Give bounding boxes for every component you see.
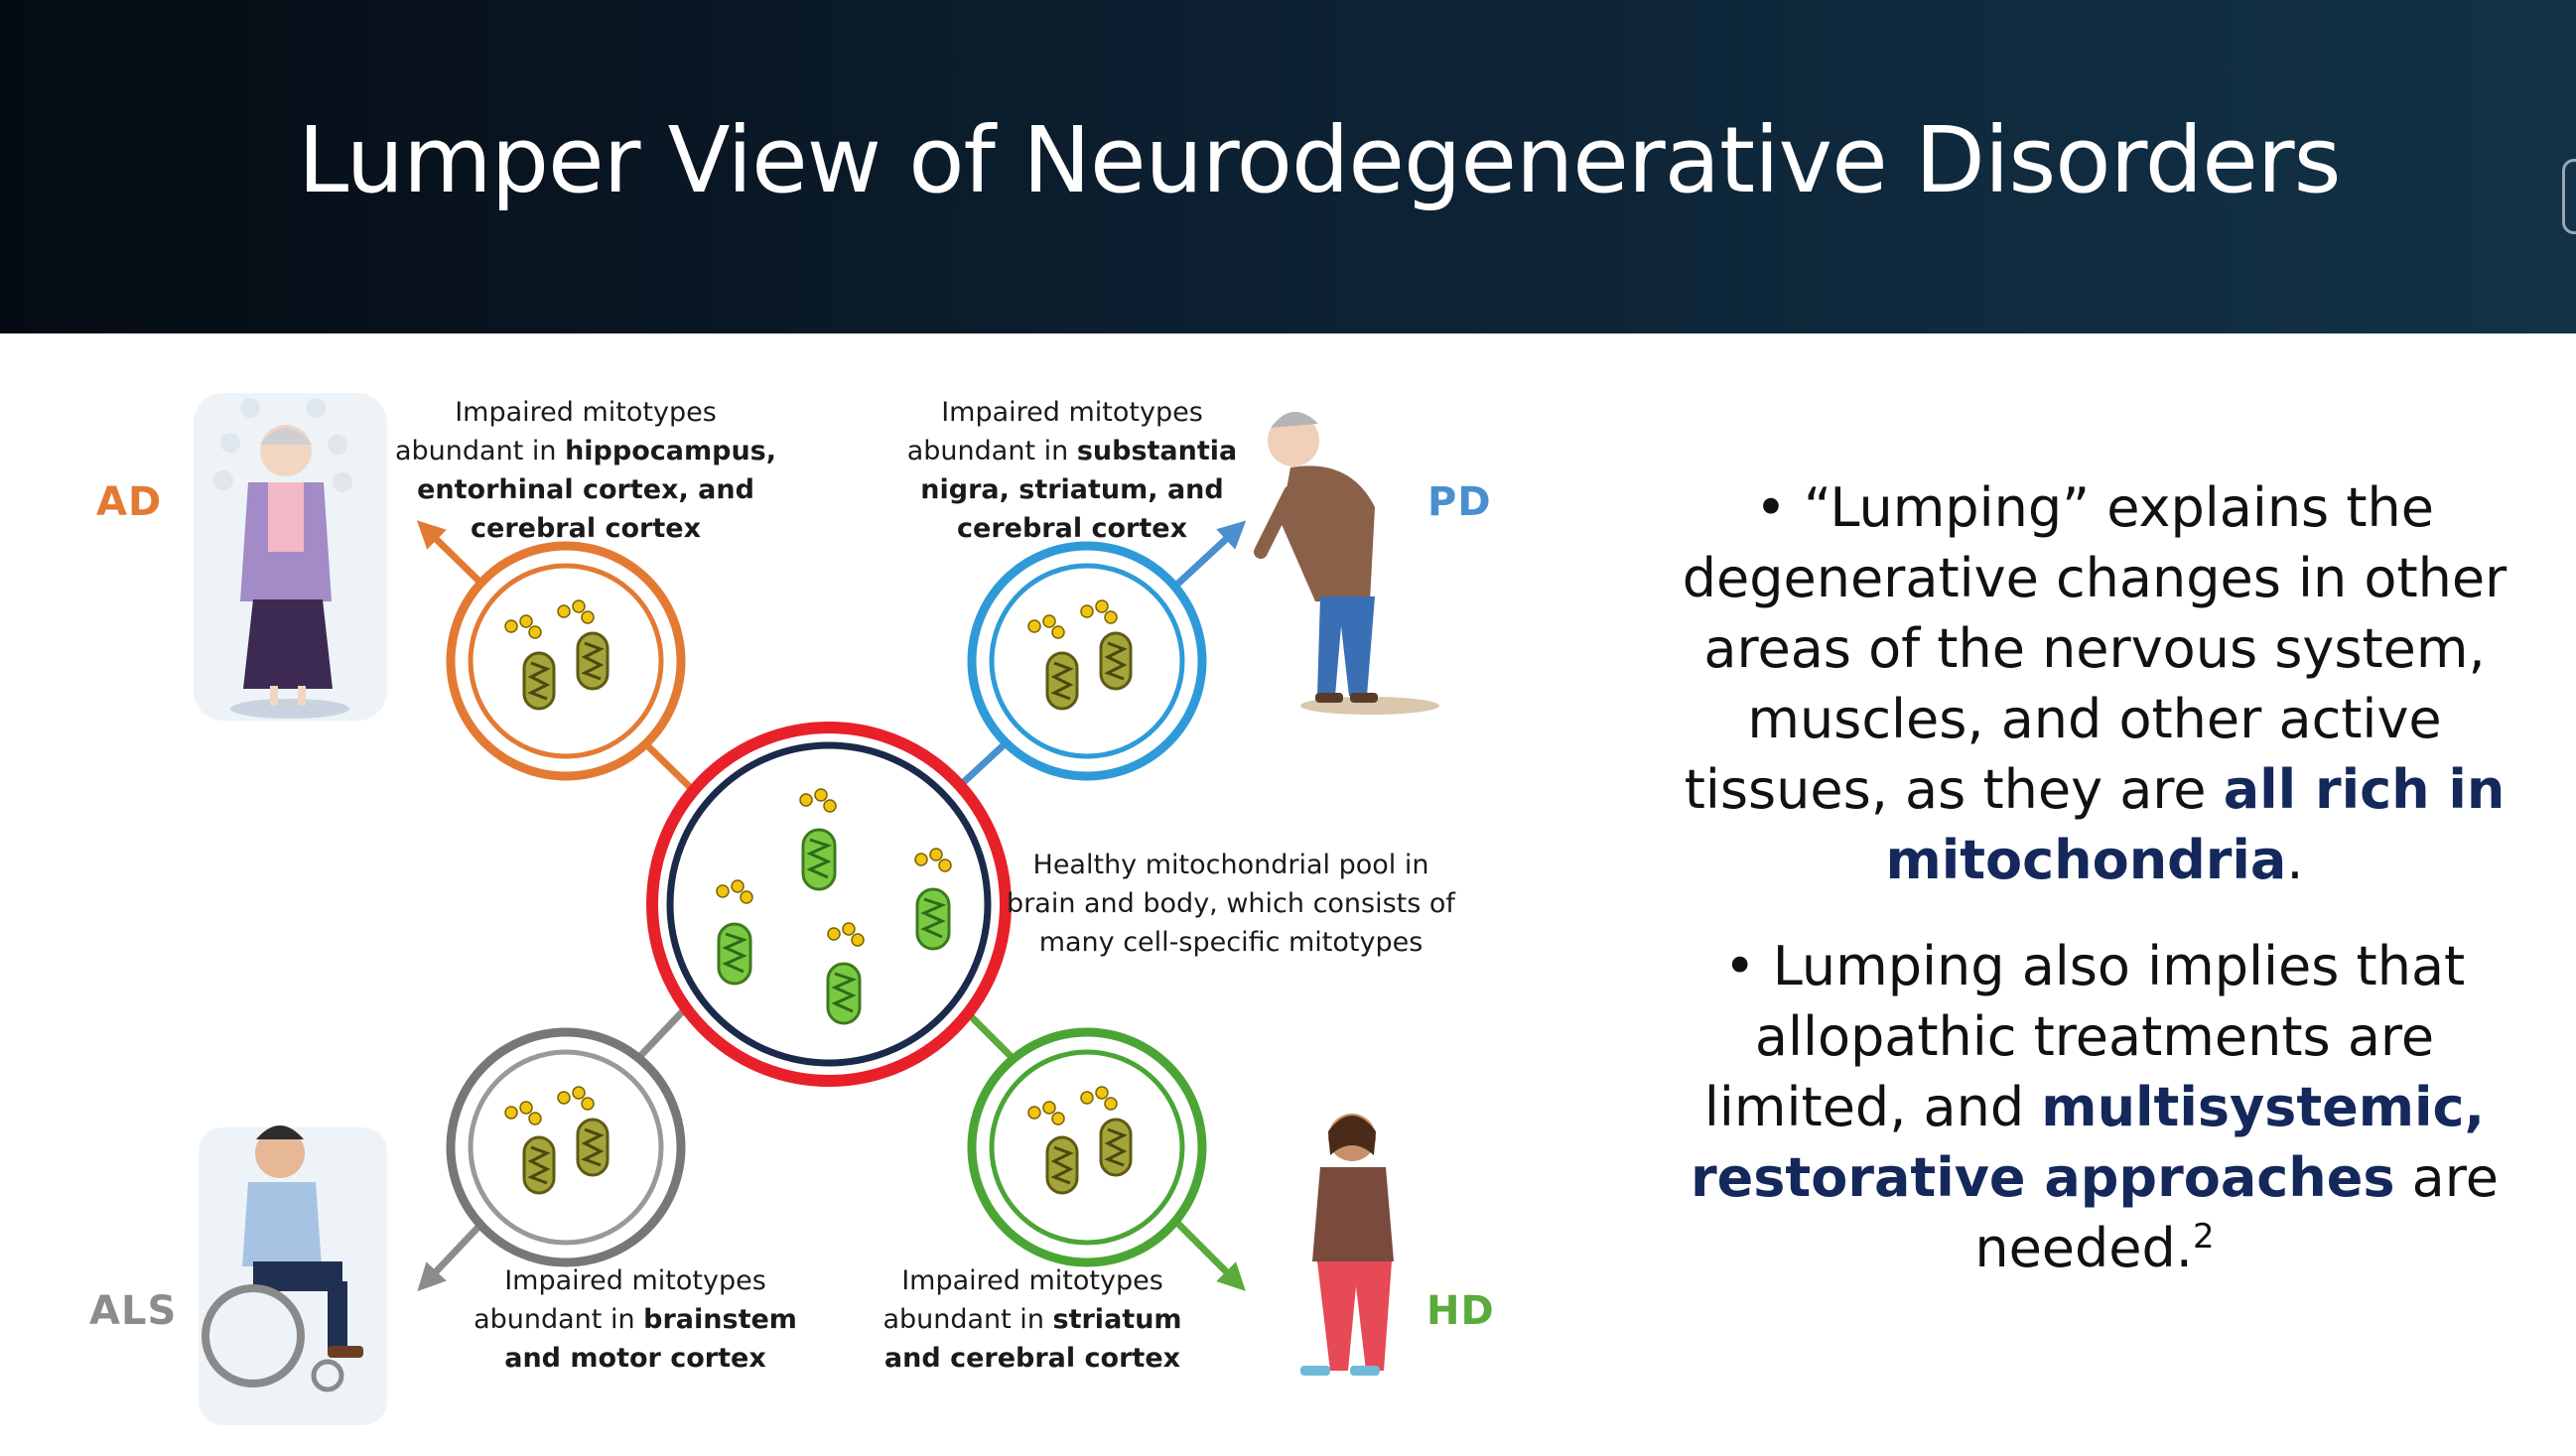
als-mitotype-ring [446,1027,686,1267]
elderly-man-icon [1254,411,1439,715]
elderly-woman-icon [194,393,387,721]
als-label: Impaired mitotypes abundant in brainstem… [474,1265,797,1374]
center-label: Healthy mitochondrial pool in brain and … [1007,850,1455,958]
pd-mitotype-ring [967,541,1207,781]
ad-tag: AD [96,479,163,525]
healthy-mitochondrial-pool [646,722,1012,1087]
ad-label: Impaired mitotypes abundant in hippocamp… [395,397,776,544]
pd-tag: PD [1427,479,1492,525]
bullet-allopathic: • Lumping also implies that allopathic t… [1691,935,2499,1279]
woman-icon [1300,1114,1394,1376]
bullet-list: • “Lumping” explains the degenerative ch… [1668,472,2521,1319]
footnote-ref: 2 [2192,1217,2215,1257]
hd-mitotype-ring [967,1027,1207,1267]
bullet-lumping: • “Lumping” explains the degenerative ch… [1682,476,2508,891]
pd-label: Impaired mitotypes abundant in substanti… [906,397,1238,544]
mitochondrion-icon [717,922,752,986]
mitochondrion-icon [915,887,951,951]
slide-title: Lumper View of Neurodegenerative Disorde… [298,107,2342,213]
hd-label: Impaired mitotypes abundant in striatum … [882,1265,1182,1374]
wheelchair-user-icon [199,1125,387,1425]
lumper-diagram [194,393,1439,1425]
mitochondrion-icon [801,828,837,891]
als-tag: ALS [89,1288,178,1334]
edge-handle[interactable] [2562,159,2576,234]
ad-mitotype-ring [446,541,686,781]
hd-tag: HD [1426,1288,1495,1334]
title-bar: Lumper View of Neurodegenerative Disorde… [0,0,2576,333]
slide-body: AD PD ALS HD Impaired mitotypes abundant… [0,333,2576,1456]
mitochondrion-icon [826,962,862,1025]
